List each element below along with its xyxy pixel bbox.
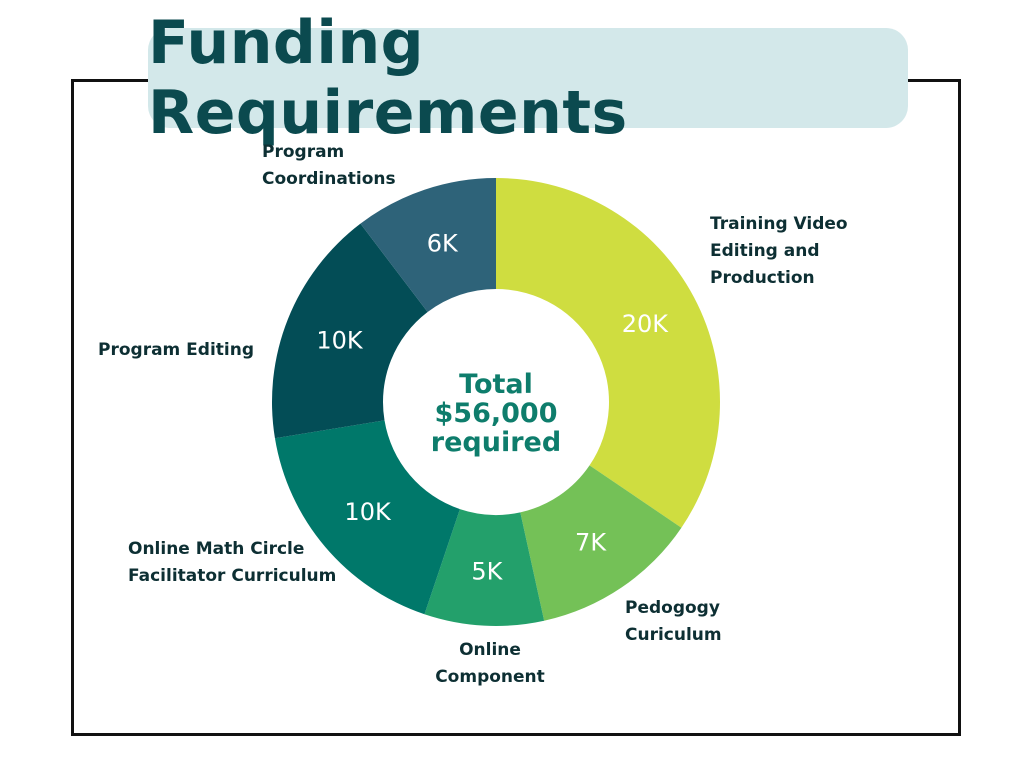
category-label-pedogogy: Pedogogy Curiculum [625,598,722,645]
slice-value-label: 7K [575,528,607,556]
donut-slice [360,178,496,313]
slice-value-label: 10K [316,327,364,355]
category-label-online-component: Online Component [435,640,545,687]
chart-title: Funding Requirements [148,8,628,148]
donut-slice [520,465,682,621]
category-label-training-video: Training Video Editing and Production [710,214,848,288]
slice-value-label: 5K [471,557,503,585]
slice-value-label: 10K [344,498,392,526]
slice-value-label: 6K [427,229,459,257]
donut-slice [496,178,721,528]
donut-slice [424,509,545,626]
donut-slice [274,420,460,615]
title-banner: Funding Requirements [148,8,908,148]
category-label-online-math-circle: Online Math Circle Facilitator Curriculu… [128,539,337,586]
center-total-text: Total [459,369,533,400]
center-total-text: required [431,427,561,458]
donut-slice [272,223,428,439]
category-label-program-editing: Program Editing [98,340,255,360]
category-label-program-coordinations: Program Coordinations [262,142,396,189]
slice-value-label: 20K [622,310,670,338]
center-total-text: $56,000 [435,398,558,429]
